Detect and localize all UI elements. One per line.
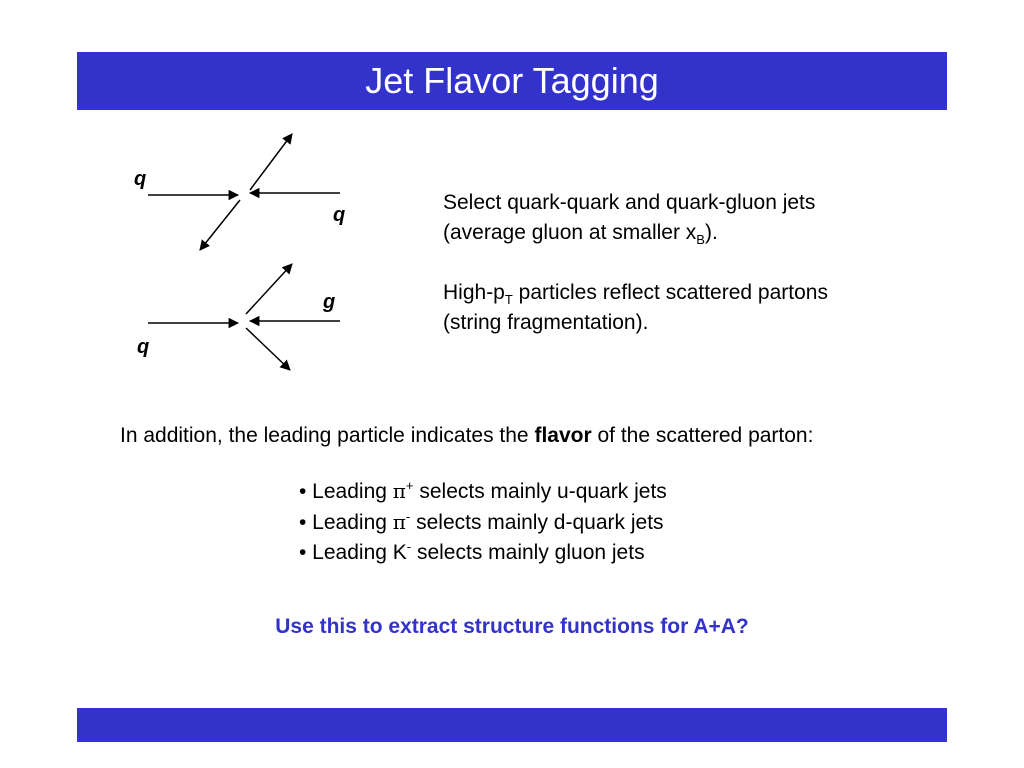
top-diagram [148, 133, 340, 251]
charge-superscript: + [405, 478, 414, 493]
outgoing-arrow-up [245, 263, 293, 315]
title-bar: Jet Flavor Tagging [77, 52, 947, 110]
subscript-t: T [504, 292, 513, 308]
side-line-2: (average gluon at smaller x [443, 221, 697, 244]
bullet-suffix: selects mainly u-quark jets [413, 480, 667, 503]
footer-bar [77, 708, 947, 742]
pi-symbol: π [392, 479, 406, 503]
addition-sentence: In addition, the leading particle indica… [120, 424, 1000, 448]
addition-before: In addition, the leading particle indica… [120, 424, 535, 447]
bullet-item: • Leading π- selects mainly d-quark jets [299, 507, 667, 538]
bullet-prefix: • Leading [299, 511, 393, 534]
side-paragraph-1: Select quark-quark and quark-gluon jets … [443, 188, 963, 248]
side-description: Select quark-quark and quark-gluon jets … [443, 188, 963, 368]
bullet-prefix: • Leading [299, 480, 393, 503]
outgoing-arrow-down [245, 327, 291, 371]
pi-symbol: π [392, 510, 406, 534]
outgoing-arrow-down [199, 199, 241, 251]
bullet-item: • Leading π+ selects mainly u-quark jets [299, 476, 667, 507]
bottom-diagram [148, 263, 340, 371]
parton-label-q-in: q [134, 168, 147, 190]
charge-superscript: - [405, 509, 411, 524]
parton-label-q-bottom: q [137, 336, 150, 358]
parton-label-q-out: q [333, 204, 346, 226]
bullet-list: • Leading π+ selects mainly u-quark jets… [299, 476, 667, 568]
kaon-symbol: K [392, 541, 407, 564]
addition-after: of the scattered parton: [591, 424, 814, 447]
bullet-prefix: • Leading [299, 541, 393, 564]
outgoing-arrow-up [249, 133, 293, 191]
subscript-b: B [696, 232, 705, 248]
addition-bold: flavor [534, 424, 592, 447]
bullet-item: • Leading K- selects mainly gluon jets [299, 538, 667, 568]
side-line-3: High-p [443, 281, 505, 304]
parton-label-g: g [323, 291, 336, 313]
side-line-2-end: ). [704, 221, 718, 244]
side-line-3-end: particles reflect scattered partons [512, 281, 828, 304]
side-line-4: (string fragmentation). [443, 311, 649, 334]
bullet-suffix: selects mainly gluon jets [411, 541, 645, 564]
bullet-suffix: selects mainly d-quark jets [410, 511, 664, 534]
side-line-1: Select quark-quark and quark-gluon jets [443, 191, 816, 214]
charge-superscript: - [406, 539, 412, 554]
side-paragraph-2: High-pT particles reflect scattered part… [443, 278, 963, 338]
closing-question: Use this to extract structure functions … [275, 615, 749, 638]
slide-title: Jet Flavor Tagging [365, 60, 659, 101]
